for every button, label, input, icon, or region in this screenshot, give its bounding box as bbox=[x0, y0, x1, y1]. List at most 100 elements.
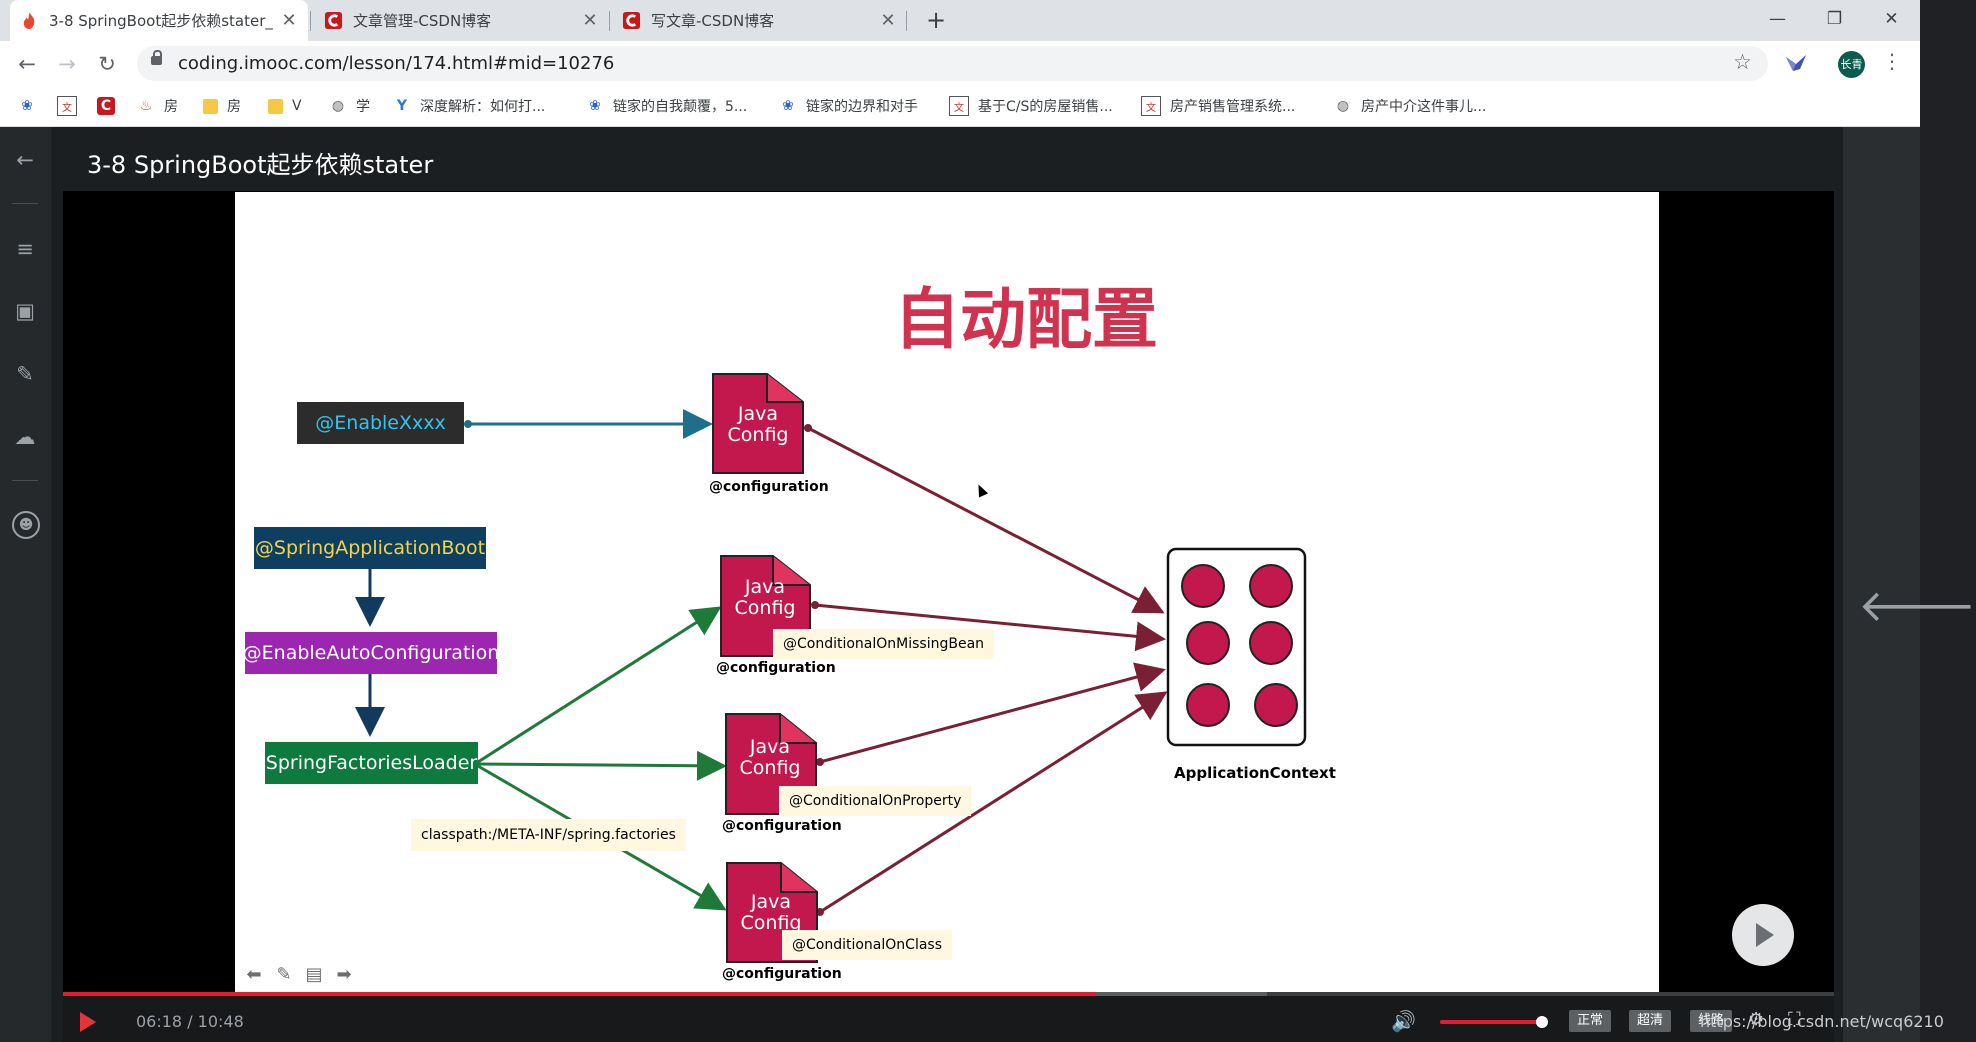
config-label: Config bbox=[740, 912, 802, 934]
configuration-label: @configuration bbox=[709, 479, 829, 495]
baidu-icon: ❀ bbox=[782, 98, 794, 114]
url-text[interactable]: coding.imooc.com/lesson/174.html#mid=102… bbox=[178, 53, 615, 74]
tab-title: 文章管理-CSDN博客 bbox=[353, 12, 492, 30]
fullscreen-icon[interactable]: ⛶ bbox=[1788, 1009, 1801, 1030]
close-icon[interactable]: ✕ bbox=[281, 10, 297, 31]
close-window-button[interactable]: ✕ bbox=[1884, 9, 1899, 29]
quality-hd-button[interactable]: 超清 bbox=[1629, 1010, 1672, 1032]
tab-csdn-manage[interactable]: 文章管理-CSDN博客 ✕ bbox=[314, 0, 609, 41]
address-bar[interactable]: coding.imooc.com/lesson/174.html#mid=102… bbox=[137, 46, 1768, 81]
bookmark-label: 链家的边界和对手 bbox=[806, 99, 918, 115]
tab-title: 3-8 SpringBoot起步依赖stater_ bbox=[49, 12, 273, 30]
volume-icon[interactable]: 🔊 bbox=[1391, 1009, 1416, 1033]
bookmark-item[interactable]: C bbox=[97, 86, 124, 126]
enable-xxxx-tag: @EnableXxxx bbox=[297, 402, 464, 444]
back-arrow-icon[interactable]: ← bbox=[16, 148, 34, 172]
prev-slide-arrow-icon[interactable]: ⬅ bbox=[246, 964, 262, 985]
bookmark-icon: 文 bbox=[1141, 96, 1161, 116]
bookmark-item[interactable]: Y 深度解析：如何打... bbox=[393, 86, 545, 126]
bookmark-item[interactable]: ◍学 bbox=[329, 86, 370, 126]
enable-auto-configuration-tag: @EnableAutoConfiguration bbox=[243, 632, 499, 674]
question-icon[interactable]: ▣ bbox=[15, 299, 35, 323]
bookmark-item[interactable]: V bbox=[268, 86, 302, 126]
java-label: Java bbox=[749, 736, 791, 758]
condition-on-class: @ConditionalOnClass bbox=[782, 930, 953, 960]
bookmark-item[interactable]: ♨房 bbox=[137, 86, 178, 126]
bookmark-item[interactable]: ◍房产中介这件事儿... bbox=[1334, 86, 1486, 126]
folder-icon bbox=[203, 98, 218, 114]
sidebar-divider bbox=[12, 480, 38, 481]
config-label: Config bbox=[734, 597, 796, 619]
extension-bird-icon[interactable] bbox=[1783, 51, 1809, 77]
bookmark-item[interactable]: 文 bbox=[57, 86, 86, 126]
configuration-label: @configuration bbox=[722, 966, 842, 982]
tab-imooc-lesson[interactable]: 3-8 SpringBoot起步依赖stater_ ✕ bbox=[10, 0, 308, 41]
slide-toolbar: ⬅ ✎ ▤ ➡ bbox=[243, 964, 355, 986]
configuration-label: @configuration bbox=[716, 660, 836, 676]
time-display: 06:18 / 10:48 bbox=[136, 1012, 244, 1031]
tab-separator bbox=[310, 11, 311, 31]
new-tab-button[interactable]: + bbox=[925, 6, 947, 34]
right-panel-strip bbox=[1843, 127, 1920, 1042]
big-play-button[interactable] bbox=[1732, 904, 1794, 966]
application-context-label: ApplicationContext bbox=[1174, 764, 1336, 782]
user-avatar-icon[interactable]: ☻ bbox=[12, 511, 40, 539]
configuration-label: @configuration bbox=[722, 818, 842, 834]
bookmark-item[interactable]: ❀ 链家的边界和对手 bbox=[779, 86, 918, 126]
note-pencil-icon[interactable]: ✎ bbox=[16, 362, 34, 386]
slide-menu-icon[interactable]: ▤ bbox=[305, 964, 323, 985]
tab-csdn-write[interactable]: 写文章-CSDN博客 ✕ bbox=[612, 0, 907, 41]
java-label: Java bbox=[750, 891, 792, 913]
y-icon: Y bbox=[396, 98, 408, 114]
reload-icon[interactable]: ↻ bbox=[98, 52, 116, 76]
bookmark-item[interactable]: ❀ bbox=[18, 86, 45, 126]
restore-button[interactable]: ❐ bbox=[1826, 9, 1843, 29]
bookmark-item[interactable]: 房 bbox=[203, 86, 241, 126]
globe-icon: ◍ bbox=[331, 98, 345, 114]
next-slide-arrow-icon[interactable]: ➡ bbox=[336, 964, 352, 985]
bookmark-icon: 文 bbox=[949, 96, 969, 116]
expand-panel-arrow-icon[interactable]: 🡐 bbox=[1858, 584, 1976, 630]
lesson-title: 3-8 SpringBoot起步依赖stater bbox=[87, 151, 434, 179]
bookmark-item[interactable]: 文基于C/S的房屋销售... bbox=[949, 86, 1113, 126]
volume-slider[interactable] bbox=[1440, 1016, 1548, 1028]
bookmark-star-icon[interactable]: ☆ bbox=[1733, 50, 1752, 74]
bookmark-label: 基于C/S的房屋销售... bbox=[978, 99, 1113, 115]
line-select-button[interactable]: 线路 bbox=[1690, 1010, 1733, 1032]
bookmark-label: 链家的自我颠覆，5... bbox=[613, 99, 748, 115]
java-config-doc-1 bbox=[712, 373, 804, 474]
play-icon[interactable] bbox=[80, 1012, 96, 1032]
chapter-list-icon[interactable]: ≡ bbox=[16, 237, 34, 261]
bean-circles bbox=[1181, 564, 1298, 727]
close-icon[interactable]: ✕ bbox=[582, 10, 598, 31]
pen-icon[interactable]: ✎ bbox=[276, 964, 292, 985]
minimize-button[interactable]: — bbox=[1769, 9, 1786, 29]
forward-icon[interactable]: → bbox=[58, 52, 76, 76]
java-label: Java bbox=[737, 403, 779, 425]
bookmark-label: 房 bbox=[227, 99, 241, 115]
bookmark-label: 深度解析：如何打... bbox=[420, 99, 546, 115]
profile-avatar[interactable]: 长青 bbox=[1838, 51, 1865, 78]
tab-separator bbox=[609, 11, 610, 31]
more-menu-icon[interactable]: ⋮ bbox=[1882, 49, 1902, 73]
bookmark-item[interactable]: ❀链家的自我颠覆，5... bbox=[586, 86, 747, 126]
bookmark-label: 房 bbox=[164, 99, 178, 115]
progress-played bbox=[63, 992, 1096, 996]
tab-strip: 3-8 SpringBoot起步依赖stater_ ✕ 文章管理-CSDN博客 … bbox=[0, 0, 1920, 41]
cloud-download-icon[interactable]: ☁ bbox=[14, 425, 36, 449]
sidebar-divider bbox=[12, 203, 38, 204]
close-icon[interactable]: ✕ bbox=[880, 10, 896, 31]
progress-bar[interactable] bbox=[63, 992, 1834, 996]
left-sidebar: ← ≡ ▣ ✎ ☁ ☻ bbox=[0, 127, 51, 1042]
spring-application-boot-tag: @SpringApplicationBoot bbox=[254, 527, 486, 569]
browser-toolbar: ← → ↻ coding.imooc.com/lesson/174.html#m… bbox=[0, 41, 1920, 86]
bookmark-item[interactable]: 文房产销售管理系统... bbox=[1141, 86, 1295, 126]
settings-gear-icon[interactable]: ⚙ bbox=[1748, 1009, 1765, 1030]
bookmark-label: 房产销售管理系统... bbox=[1170, 99, 1296, 115]
back-icon[interactable]: ← bbox=[18, 52, 36, 76]
quality-normal-button[interactable]: 正常 bbox=[1569, 1010, 1612, 1032]
